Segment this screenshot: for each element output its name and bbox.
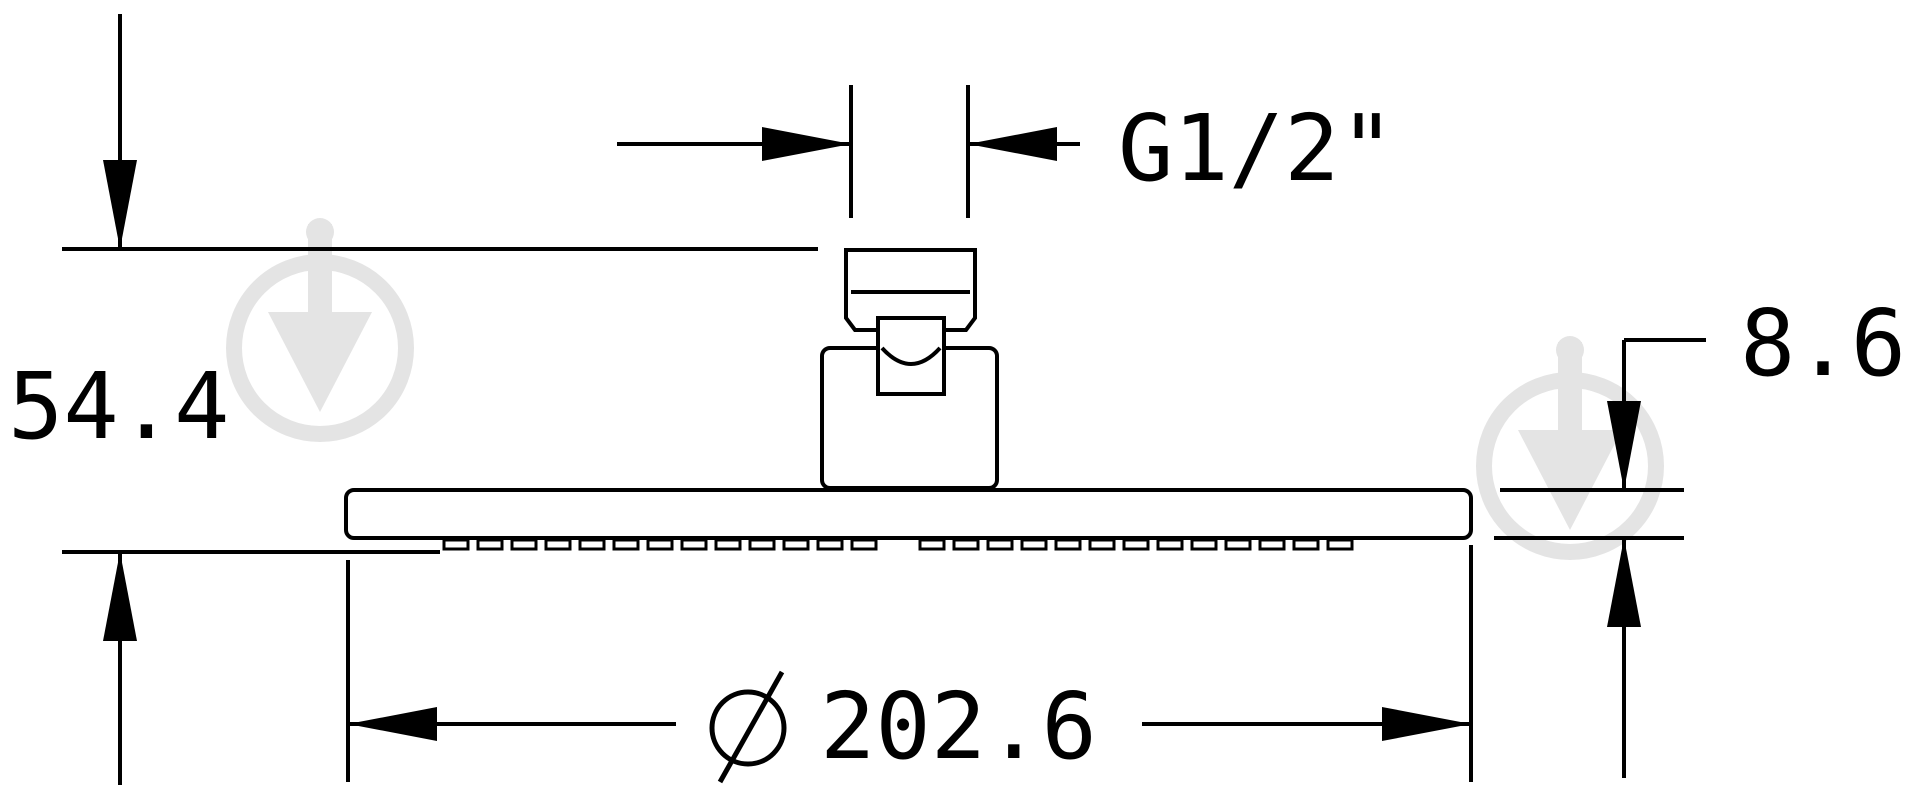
nozzle — [714, 538, 742, 551]
nozzle — [816, 538, 844, 551]
nozzle — [1156, 538, 1184, 551]
thickness-label: 8.6 — [1740, 290, 1906, 397]
swivel-joint — [876, 316, 946, 396]
nozzle — [578, 538, 606, 551]
nozzle — [1054, 538, 1082, 551]
nozzle — [1122, 538, 1150, 551]
nozzle — [510, 538, 538, 551]
thread-label: G1/2" — [1118, 95, 1395, 202]
nozzle — [1292, 538, 1320, 551]
nozzle — [442, 538, 470, 551]
thickness-dimension: 8.6 — [1494, 290, 1906, 778]
nozzle — [1326, 538, 1354, 551]
nozzle — [1088, 538, 1116, 551]
nozzle — [544, 538, 572, 551]
nozzle — [748, 538, 776, 551]
nozzle — [680, 538, 708, 551]
shower-head — [344, 248, 1473, 551]
nozzle — [850, 538, 878, 551]
watermark-right-icon — [1476, 336, 1664, 560]
watermark-left-icon — [226, 218, 414, 442]
nozzle — [1224, 538, 1252, 551]
nozzle — [1020, 538, 1048, 551]
nozzle — [986, 538, 1014, 551]
nozzle — [782, 538, 810, 551]
nozzle — [1258, 538, 1286, 551]
diameter-icon — [709, 670, 787, 784]
thread-dimension: G1/2" — [617, 85, 1395, 218]
diameter-label: 202.6 — [820, 673, 1097, 780]
nozzle — [1190, 538, 1218, 551]
nozzle — [918, 538, 946, 551]
height-dimension: 54.4 — [8, 14, 818, 785]
diameter-dimension: 202.6 — [346, 545, 1473, 784]
nozzle — [952, 538, 980, 551]
spray-plate — [344, 488, 1473, 540]
nozzle — [612, 538, 640, 551]
nozzle — [476, 538, 504, 551]
nozzle — [646, 538, 674, 551]
nozzle-row — [442, 538, 1354, 551]
height-label: 54.4 — [8, 353, 230, 460]
